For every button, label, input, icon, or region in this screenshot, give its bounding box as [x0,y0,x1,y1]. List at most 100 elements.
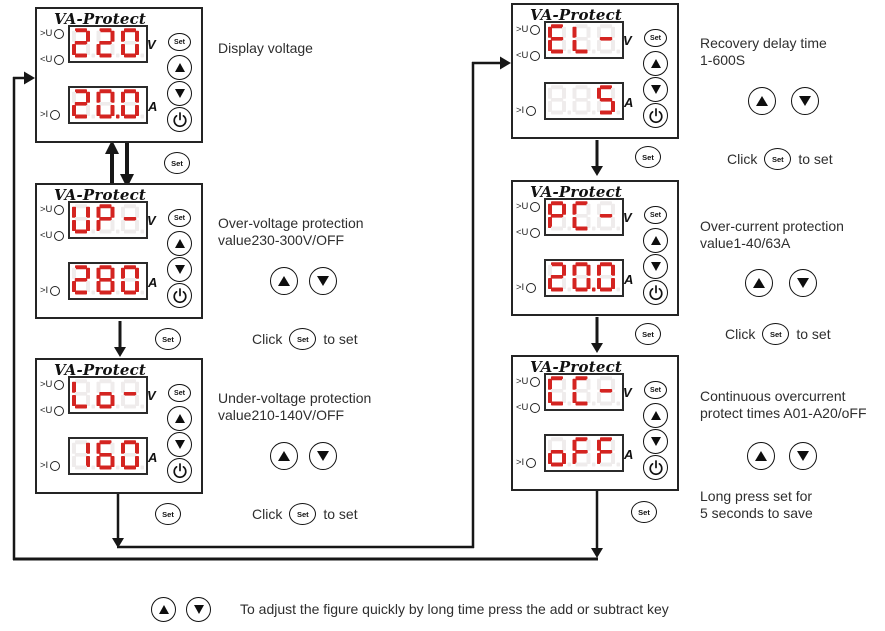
set-button[interactable]: Set [644,29,667,47]
led-icon [50,285,61,296]
increase-button[interactable] [270,267,298,295]
down-button[interactable] [167,432,192,457]
under-voltage-indicator: <U [40,54,65,65]
set-button[interactable]: Set [644,381,667,399]
set-button[interactable]: Set [164,152,190,174]
set-button[interactable]: Set [631,501,657,523]
up-arrow-icon [158,605,169,614]
current-display [544,82,624,120]
decrease-button[interactable] [186,597,211,622]
down-button[interactable] [643,77,668,102]
power-button[interactable] [643,103,668,128]
amp-unit-label: A [148,275,158,290]
power-button[interactable] [643,280,668,305]
led-icon [526,282,537,293]
volt-unit-label: V [623,210,632,225]
set-button[interactable]: Set [168,33,191,51]
decrease-button[interactable] [309,267,337,295]
down-button[interactable] [167,257,192,282]
led-icon [526,457,537,468]
down-button[interactable] [643,429,668,454]
down-arrow-icon [174,440,185,449]
up-button[interactable] [643,403,668,428]
down-button[interactable] [643,254,668,279]
power-button[interactable] [167,283,192,308]
brand-title: VA-Protect [530,183,623,201]
increase-button[interactable] [748,87,776,115]
up-button[interactable] [167,231,192,256]
decrease-button[interactable] [309,442,337,470]
led-icon [530,201,541,212]
decrease-button[interactable] [791,87,819,115]
up-arrow-icon [755,451,767,461]
to-set-label: to set [323,506,358,522]
up-button[interactable] [167,55,192,80]
led-icon [54,379,65,390]
increase-button[interactable] [270,442,298,470]
click-label: Click [252,506,283,522]
amp-unit-label: A [624,272,634,287]
led-icon [526,105,537,116]
set-button[interactable]: Set [635,323,661,345]
down-arrow-icon [193,605,204,614]
indicator-label: >I [40,460,49,471]
caption-over-current: Over-current protection value1-40/63A [700,218,844,251]
indicator-label: >I [40,285,49,296]
amp-unit-label: A [624,447,634,462]
led-icon [54,54,65,65]
set-button[interactable]: Set [168,209,191,227]
brand-title: VA-Protect [54,361,147,379]
volt-unit-label: V [147,37,156,52]
decrease-button[interactable] [789,442,817,470]
click-to-set-note: Click Set to set [727,148,833,170]
up-arrow-icon [650,59,661,68]
current-display [68,86,148,124]
down-arrow-icon [650,85,661,94]
set-button[interactable]: Set [635,146,661,168]
indicator-label: >U [40,379,53,390]
set-button[interactable]: Set [762,323,790,345]
set-button[interactable]: Set [764,148,792,170]
up-button[interactable] [643,228,668,253]
over-voltage-indicator: >U [516,201,541,212]
power-button[interactable] [167,458,192,483]
caption-under-voltage: Under-voltage protection value210-140V/O… [218,390,372,423]
brand-title: VA-Protect [530,358,623,376]
current-display [68,262,148,300]
up-button[interactable] [643,51,668,76]
set-button[interactable]: Set [168,384,191,402]
set-button[interactable]: Set [155,503,181,525]
down-arrow-icon [317,276,329,286]
to-set-label: to set [323,331,358,347]
indicator-label: >U [40,204,53,215]
power-button[interactable] [643,455,668,480]
indicator-label: <U [40,405,53,416]
set-button[interactable]: Set [289,328,317,350]
led-icon [54,28,65,39]
set-button[interactable]: Set [644,206,667,224]
click-label: Click [725,326,756,342]
decrease-button[interactable] [789,269,817,297]
over-current-indicator: >I [40,285,61,296]
increase-button[interactable] [151,597,176,622]
voltage-display [544,198,624,236]
set-button[interactable]: Set [155,328,181,350]
down-arrow-icon [650,437,661,446]
brand-title: VA-Protect [54,186,147,204]
power-button[interactable] [167,107,192,132]
increase-button[interactable] [747,442,775,470]
led-icon [54,230,65,241]
led-icon [50,109,61,120]
to-set-label: to set [798,151,833,167]
increase-button[interactable] [745,269,773,297]
up-arrow-icon [278,451,290,461]
up-button[interactable] [167,406,192,431]
set-button[interactable]: Set [289,503,317,525]
voltage-display [68,201,148,239]
down-arrow-icon [174,265,185,274]
voltage-display [68,376,148,414]
down-button[interactable] [167,81,192,106]
up-arrow-icon [756,96,768,106]
